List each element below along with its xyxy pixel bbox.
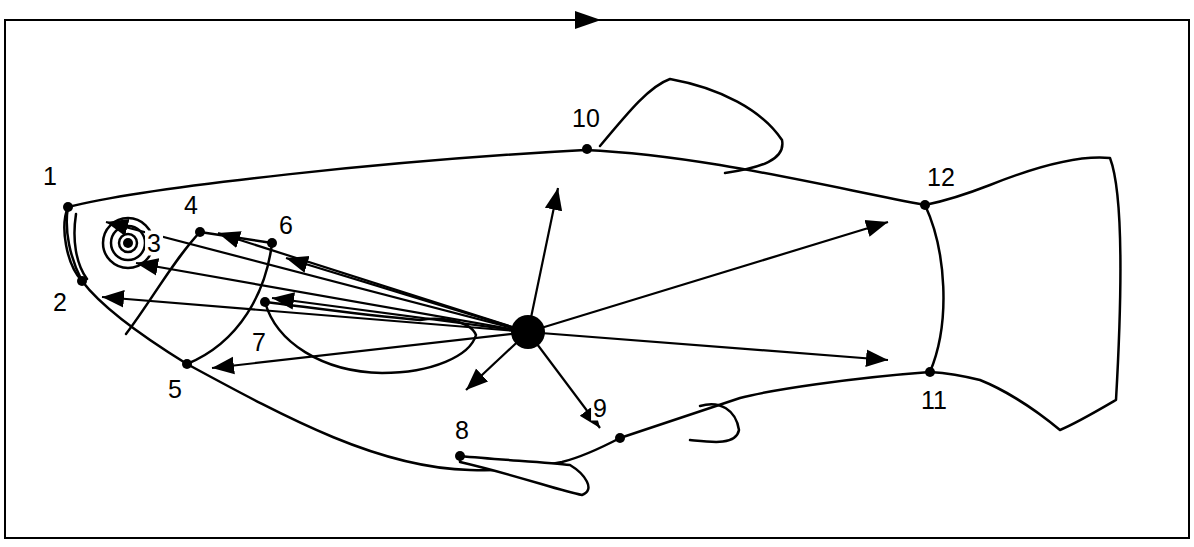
dorsal-fin (600, 79, 782, 173)
callout-number: 6 (277, 213, 295, 238)
frame (5, 20, 1189, 538)
caudal-base (925, 205, 943, 372)
pupil (123, 238, 133, 248)
eye (119, 234, 137, 252)
body-outline (67, 150, 1121, 470)
callout-number: 10 (570, 106, 602, 131)
mouth (64, 207, 82, 281)
callout-number: 1 (41, 164, 59, 189)
frame-triangle (575, 11, 601, 29)
mouth-inner (74, 214, 87, 279)
callout-number: 3 (145, 231, 163, 256)
callout-number: 5 (166, 377, 184, 402)
pelvic-fin (460, 456, 588, 495)
anal-fin (690, 404, 739, 442)
landmark-dots (63, 144, 935, 461)
centroid (511, 315, 545, 349)
callout-number: 8 (453, 418, 471, 443)
preopercle (187, 232, 272, 364)
callout-number: 2 (51, 290, 69, 315)
callout-number: 4 (182, 193, 200, 218)
callout-number: 11 (919, 388, 949, 413)
callout-number: 7 (250, 330, 268, 355)
callout-number: 9 (591, 396, 609, 421)
callout-number: 12 (925, 165, 957, 190)
vector-arrows (102, 188, 888, 428)
